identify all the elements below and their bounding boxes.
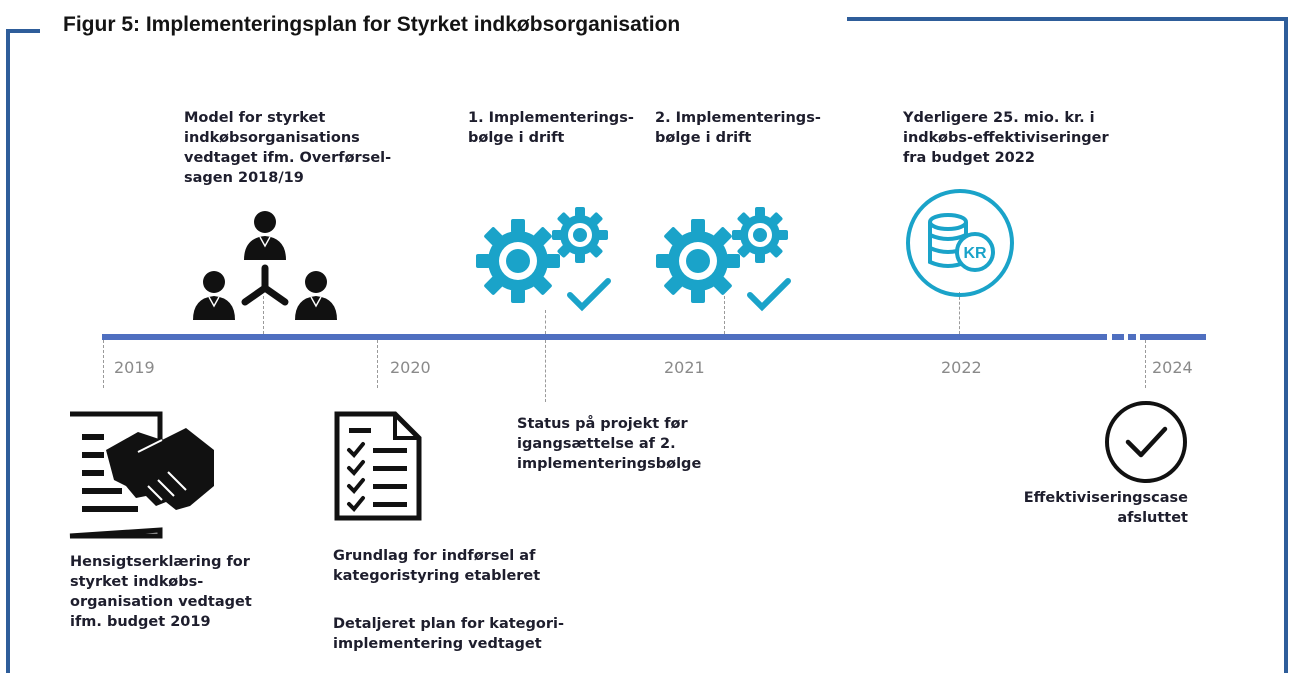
milestone-wave2-label: 2. Implementerings- bølge i drift	[655, 110, 821, 146]
tick-2020	[377, 340, 378, 388]
tick-status-down	[545, 340, 546, 402]
milestone-category-plan-label: Detaljeret plan for kategori- implemente…	[333, 616, 564, 652]
tick-2019	[103, 340, 104, 388]
year-label-2024: 2024	[1152, 358, 1193, 377]
gears-check-icon	[476, 207, 611, 312]
milestone-category-basis-label: Grundlag for indførsel af kategoristyrin…	[333, 548, 541, 584]
timeline-axis-break-1	[1112, 334, 1124, 340]
tick-model	[263, 296, 264, 334]
frame-top-right	[847, 17, 1288, 21]
checklist-document-icon	[334, 411, 422, 521]
milestone-wave1-label: 1. Implementerings- bølge i drift	[468, 110, 634, 146]
milestone-2022-label: Yderligere 25. mio. kr. i indkøbs-effekt…	[903, 110, 1109, 166]
year-label-2020: 2020	[390, 358, 431, 377]
milestone-case-label: Effektiviseringscase afsluttet	[1023, 490, 1188, 526]
year-label-2022: 2022	[941, 358, 982, 377]
check-circle-icon	[1105, 401, 1187, 483]
milestone-intent-label: Hensigtserklæring for styrket indkøbs- o…	[70, 554, 252, 630]
timeline-axis-break-2	[1128, 334, 1136, 340]
coins-kr-icon: KR	[906, 189, 1014, 297]
tick-wave1-up	[545, 310, 546, 334]
timeline-axis	[102, 334, 1107, 340]
coin-kr-label: KR	[963, 245, 987, 262]
year-label-2021: 2021	[664, 358, 705, 377]
people-network-icon	[193, 211, 337, 320]
handshake-document-icon	[69, 411, 214, 539]
year-label-2019: 2019	[114, 358, 155, 377]
tick-2022-milestone	[959, 292, 960, 334]
milestone-status-label: Status på projekt før igangsættelse af 2…	[517, 416, 702, 472]
frame-right	[1284, 17, 1288, 673]
tick-wave2	[724, 296, 725, 334]
figure-title: Figur 5: Implementeringsplan for Styrket…	[63, 13, 681, 36]
timeline-axis-end	[1140, 334, 1206, 340]
frame-left	[6, 29, 10, 673]
tick-2024	[1145, 340, 1146, 388]
frame-top-left	[6, 29, 40, 33]
gears-check-icon	[656, 207, 791, 312]
milestone-model-label: Model for styrket indkøbsorganisations v…	[184, 110, 392, 186]
